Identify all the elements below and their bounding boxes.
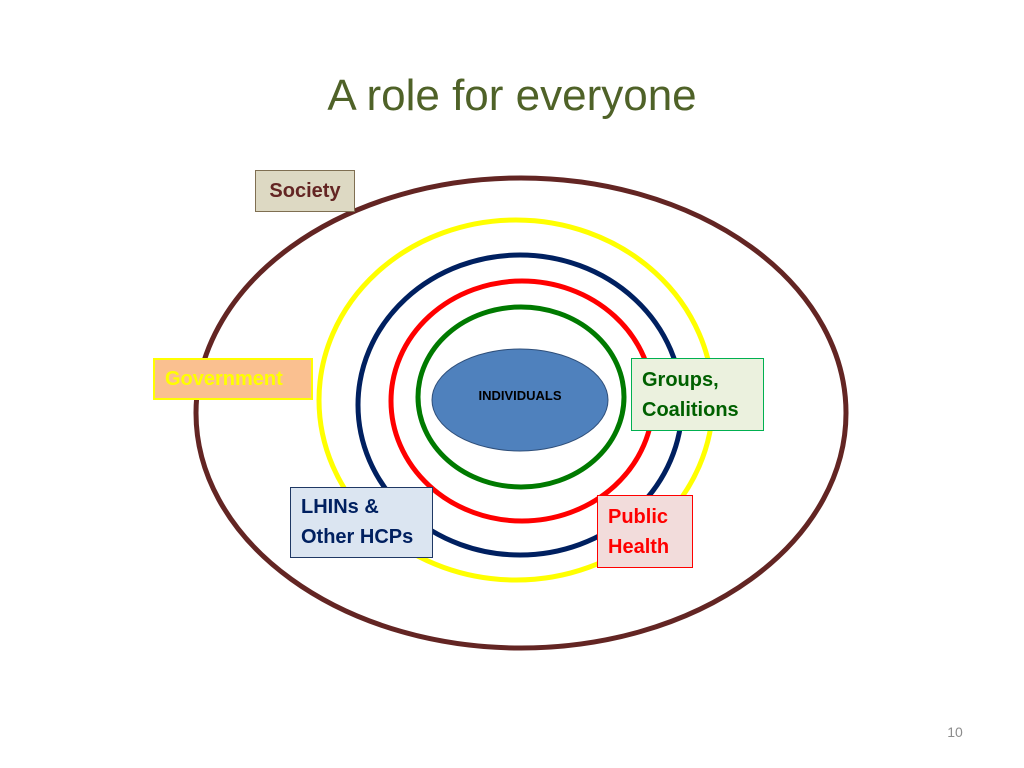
individuals-ellipse xyxy=(431,348,609,452)
public-health-label-box: Public Health xyxy=(597,495,693,568)
groups-label-line-2: Coalitions xyxy=(642,399,739,421)
lhins-label-line-1: LHINs & xyxy=(301,496,379,518)
society-label-box: Society xyxy=(255,170,355,212)
society-label: Society xyxy=(269,180,341,202)
groups-label-line-1: Groups, xyxy=(642,369,719,391)
groups-ring xyxy=(415,304,627,490)
society-ring xyxy=(193,175,849,651)
lhins-label-box: LHINs & Other HCPs xyxy=(290,487,433,558)
groups-coalitions-label-box: Groups, Coalitions xyxy=(631,358,764,431)
public-health-label-line-2: Health xyxy=(608,536,670,558)
public-health-label-line-1: Public xyxy=(608,506,669,528)
page-number: 10 xyxy=(947,724,963,740)
lhins-label-line-2: Other HCPs xyxy=(301,526,414,548)
government-label: Government xyxy=(165,368,283,390)
government-label-box: Government xyxy=(153,358,313,400)
individuals-label: INDIVIDUALS xyxy=(478,388,562,403)
slide-title: A role for everyone xyxy=(327,71,697,120)
